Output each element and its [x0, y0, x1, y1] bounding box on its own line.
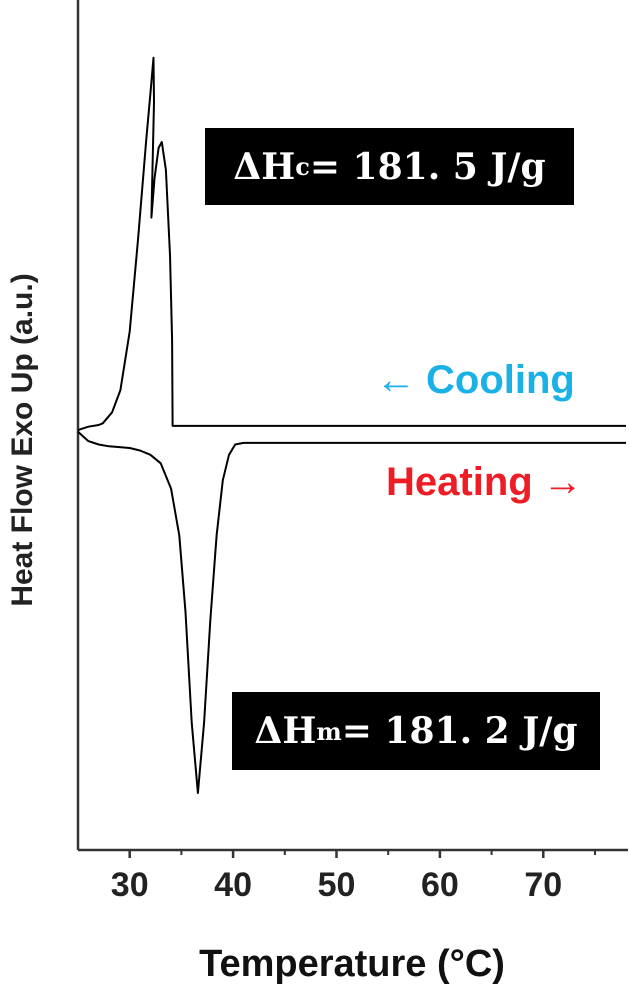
axes [76, 0, 628, 852]
dhm-sub: m [316, 716, 342, 746]
cooling-label: Cooling [426, 358, 575, 402]
dhm-value: = 181. 2 J/g [341, 710, 578, 752]
x-tick-label: 30 [111, 866, 149, 904]
series-heating-line [77, 431, 626, 794]
series-cooling-line [77, 56, 626, 432]
dhm-prefix: ΔH [254, 710, 317, 752]
x-tick-label: 70 [524, 866, 562, 904]
arrow-right-icon: → [542, 460, 583, 504]
legend-cooling: ← Cooling [376, 358, 575, 403]
legend-heating: Heating → [386, 460, 583, 505]
x-tick-label: 50 [318, 866, 356, 904]
x-tick-label: 40 [214, 866, 252, 904]
dhc-value: = 181. 5 J/g [309, 145, 546, 188]
y-axis-label: Heat Flow Exo Up (a.u.) [6, 273, 39, 606]
dhc-prefix: ΔH [233, 145, 296, 188]
arrow-left-icon: ← [376, 358, 416, 402]
x-axis-label: Temperature (°C) [199, 943, 505, 985]
dhc-sub: c [295, 152, 310, 181]
x-tick-label: 60 [421, 866, 459, 904]
heating-label: Heating [386, 460, 533, 504]
